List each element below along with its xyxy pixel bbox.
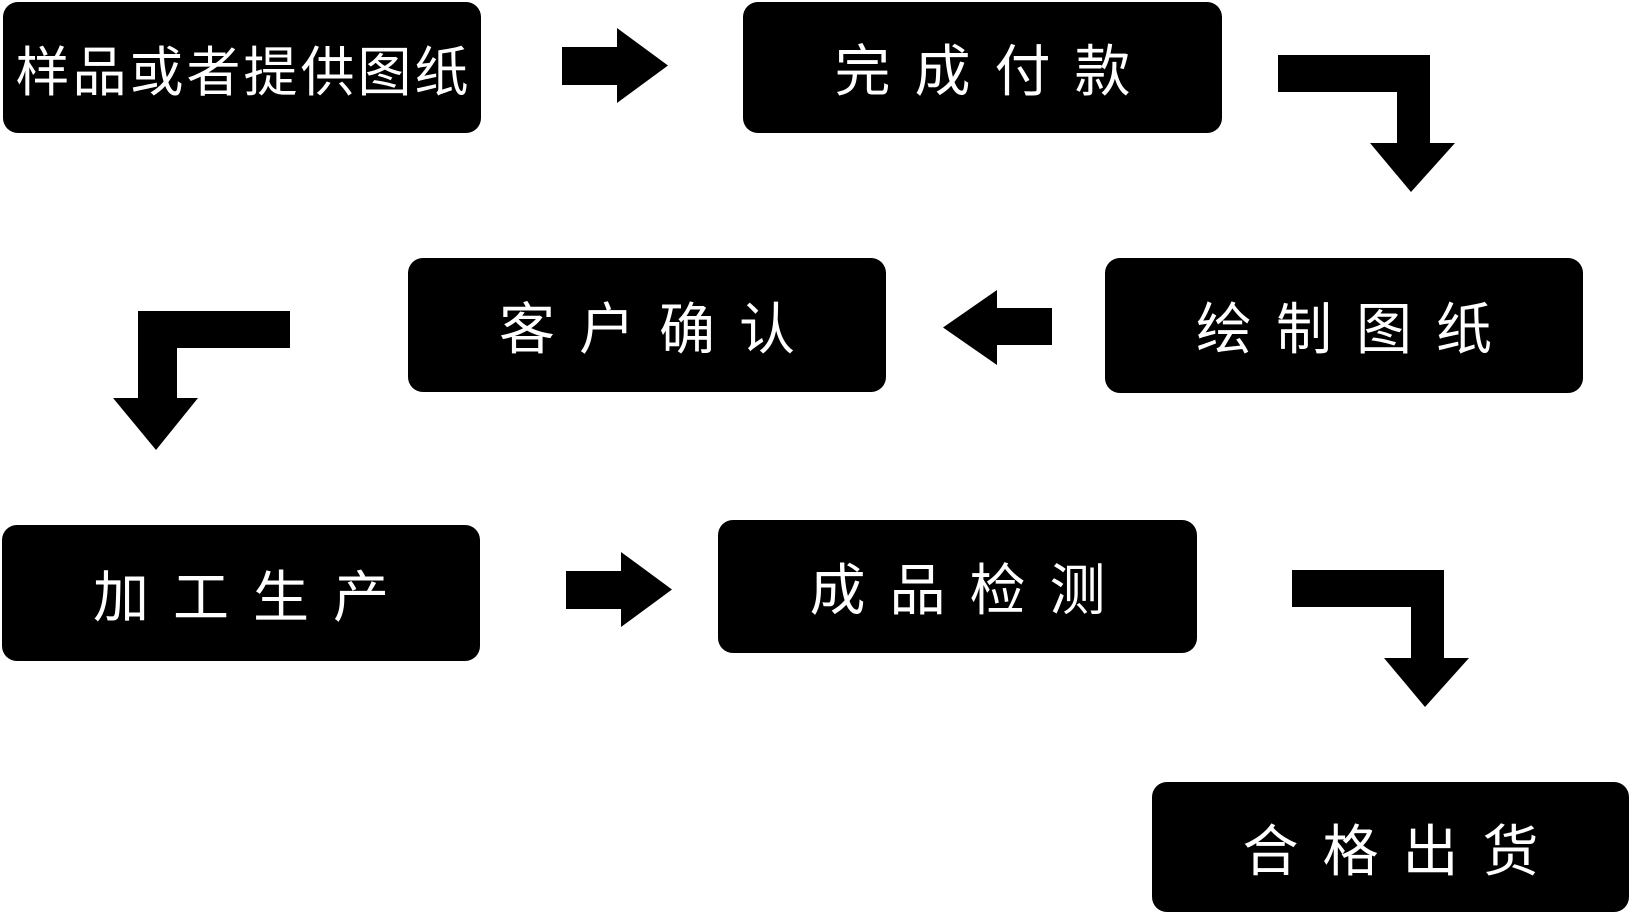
flow-step-label: 成品检测	[809, 559, 1130, 624]
flow-step-label: 加工生产	[93, 565, 413, 631]
elbow-down-left-arrow-shape	[113, 311, 290, 450]
flow-step-payment: 完成付款	[743, 2, 1222, 133]
elbow-down-left-arrow-icon	[113, 311, 290, 450]
flow-step-inspection: 成品检测	[718, 520, 1197, 653]
flow-step-label: 合格出货	[1242, 819, 1563, 885]
right-arrow-shape	[562, 28, 668, 103]
flow-step-customer-confirm: 客户确认	[408, 258, 886, 392]
right-arrow-icon	[566, 552, 672, 627]
left-arrow-shape	[943, 290, 1052, 365]
flow-step-label: 客户确认	[499, 297, 819, 363]
flow-step-label: 完成付款	[834, 40, 1155, 105]
left-arrow-icon	[943, 290, 1052, 365]
elbow-down-right-arrow-icon	[1292, 570, 1469, 707]
flow-step-drafting: 绘制图纸	[1105, 258, 1583, 393]
right-arrow-icon	[562, 28, 668, 103]
flow-step-sample-or-drawing: 样品或者提供图纸	[3, 2, 481, 133]
elbow-down-right-arrow-icon	[1278, 55, 1455, 192]
elbow-down-right-arrow-shape	[1278, 55, 1455, 192]
flow-step-label: 绘制图纸	[1196, 298, 1516, 363]
flow-step-shipping: 合格出货	[1152, 782, 1629, 912]
flow-step-label: 样品或者提供图纸	[15, 41, 472, 104]
flow-step-production: 加工生产	[2, 525, 480, 661]
elbow-down-right-arrow-shape	[1292, 570, 1469, 707]
right-arrow-shape	[566, 552, 672, 627]
